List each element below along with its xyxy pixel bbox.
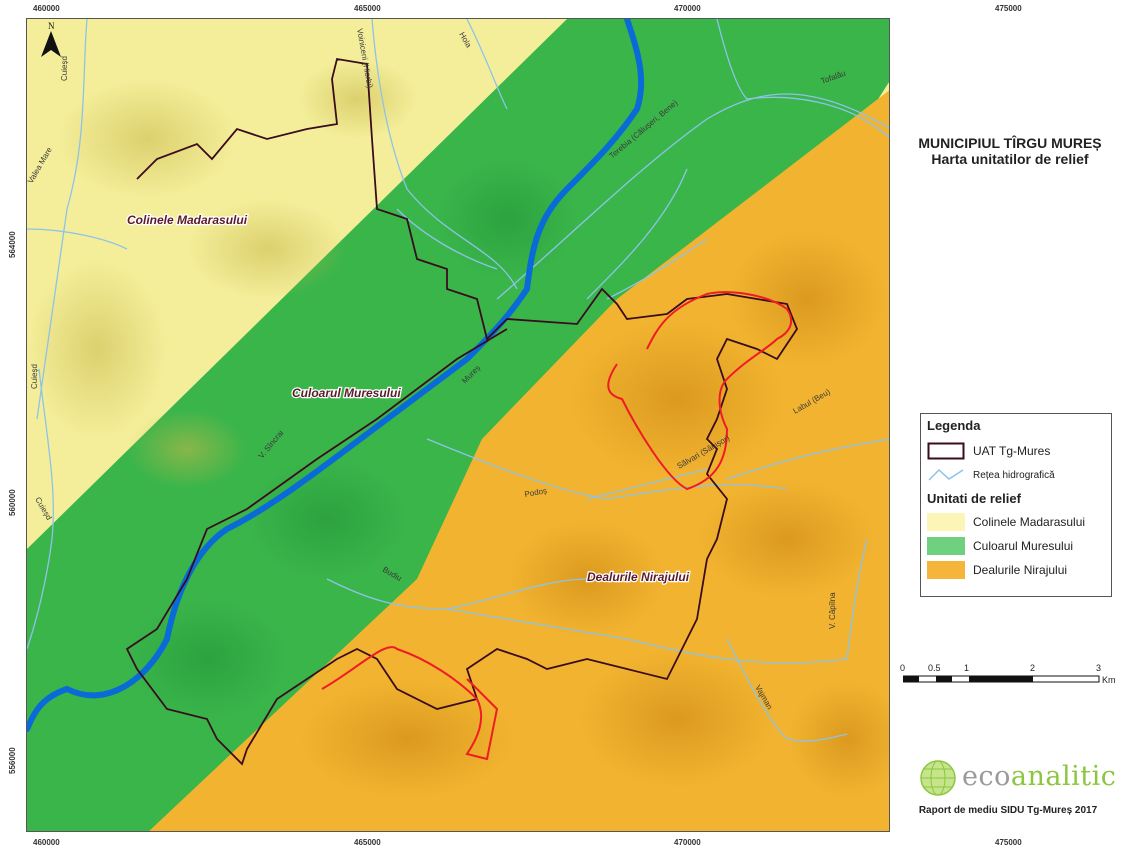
label-colinele-madarasului: Colinele Madarasului: [127, 213, 248, 227]
svg-text:N: N: [48, 21, 55, 31]
stream-tributary-4: [446, 608, 848, 664]
dealurile-swatch: [927, 561, 965, 579]
red-line-east: [607, 291, 793, 491]
scale-bar-graphic: [903, 675, 1100, 683]
hydro-swatch-icon: [928, 468, 964, 481]
grid-label-x-3: 470000: [674, 4, 701, 13]
river-label-cuiesd-1: Cuieșd: [60, 56, 69, 81]
red-line-south: [321, 646, 499, 761]
label-culoarul-muresului: Culoarul Muresului: [292, 386, 401, 400]
map-canvas[interactable]: N Colinele Madarasului Culoarul Muresulu…: [26, 18, 890, 832]
stream-hola: [466, 19, 508, 110]
report-footer: Raport de mediu SIDU Tg-Mureș 2017: [918, 805, 1098, 816]
stream-terebia: [496, 93, 889, 300]
legend-row-culoarul: Culoarul Muresului: [927, 534, 1105, 558]
logo-text: ecoanalitic: [962, 761, 1117, 792]
grid-label-y-1: 564000: [8, 231, 17, 258]
river-label-podos: Podoș: [524, 486, 548, 499]
legend: Legenda UAT Tg-Mures Rețea hidrografică …: [920, 413, 1112, 597]
stream-v-capilna: [846, 538, 868, 660]
grid-label-x-4: 475000: [995, 4, 1022, 13]
hydrographic-network: [27, 19, 889, 742]
stream-vajman: [726, 638, 848, 742]
grid-label-x-4-bottom: 475000: [995, 838, 1022, 847]
stream-tributary-1: [586, 168, 688, 300]
legend-hydro-label: Rețea hidrografică: [973, 469, 1055, 481]
legend-row-uat: UAT Tg-Mures: [927, 439, 1105, 463]
grid-label-y-3: 556000: [8, 747, 17, 774]
stream-cuiesd-lower: [27, 368, 54, 650]
stream-tofalau: [716, 19, 889, 139]
river-label-v-capilna: V. Căpîlna: [828, 592, 837, 629]
stream-podos: [426, 438, 788, 500]
legend-title: Legenda: [927, 418, 981, 433]
scale-label-05: 0.5: [928, 663, 941, 673]
ecoanalitic-logo: ecoanalitic: [910, 757, 1120, 797]
stream-valea-mare: [27, 228, 128, 250]
legend-dealurile-label: Dealurile Nirajului: [973, 563, 1068, 577]
scale-label-0: 0: [900, 663, 906, 673]
stream-voiniceni: [371, 19, 518, 290]
label-dealurile-nirajului: Dealurile Nirajului: [587, 570, 690, 584]
culoarul-swatch: [927, 537, 965, 555]
legend-units-title: Unitati de relief: [927, 491, 1021, 506]
legend-culoarul-label: Culoarul Muresului: [973, 539, 1074, 553]
globe-icon: [920, 760, 956, 796]
grid-label-x-3-bottom: 470000: [674, 838, 701, 847]
river-mures: [27, 19, 645, 732]
legend-row-colinele: Colinele Madarasului: [927, 510, 1105, 534]
stream-labul: [726, 438, 889, 480]
title-line-1: MUNICIPIUL TÎRGU MUREȘ: [918, 135, 1102, 151]
map-title: MUNICIPIUL TÎRGU MUREȘ Harta unitatilor …: [895, 135, 1125, 167]
stream-salvari: [586, 468, 708, 500]
legend-row-dealurile: Dealurile Nirajului: [927, 558, 1105, 582]
grid-label-y-2: 560000: [8, 489, 17, 516]
uat-boundary: [125, 57, 799, 766]
grid-label-x-1-bottom: 460000: [33, 838, 60, 847]
scale-bar: 0 0.5 1 2 3 Km: [900, 663, 1120, 691]
grid-label-x-1: 460000: [33, 4, 60, 13]
scale-label-1: 1: [964, 663, 970, 673]
north-arrow: N: [41, 21, 61, 57]
uat-boundary-swatch: [927, 442, 965, 460]
legend-uat-label: UAT Tg-Mures: [973, 444, 1051, 458]
stream-tributary-2: [606, 238, 708, 300]
title-line-2: Harta unitatilor de relief: [931, 151, 1089, 167]
legend-colinele-label: Colinele Madarasului: [973, 515, 1086, 529]
unit-dealurile-area: [149, 90, 889, 831]
colinele-swatch: [927, 513, 965, 531]
scale-unit: Km: [1102, 675, 1116, 685]
river-label-cuiesd-2: Cuieșd: [30, 364, 39, 389]
grid-label-x-2: 465000: [354, 4, 381, 13]
legend-row-hydro: Rețea hidrografică: [927, 463, 1105, 487]
scale-label-2: 2: [1030, 663, 1036, 673]
grid-label-x-2-bottom: 465000: [354, 838, 381, 847]
stream-cuiesd-upper: [36, 19, 88, 420]
scale-label-3: 3: [1096, 663, 1102, 673]
